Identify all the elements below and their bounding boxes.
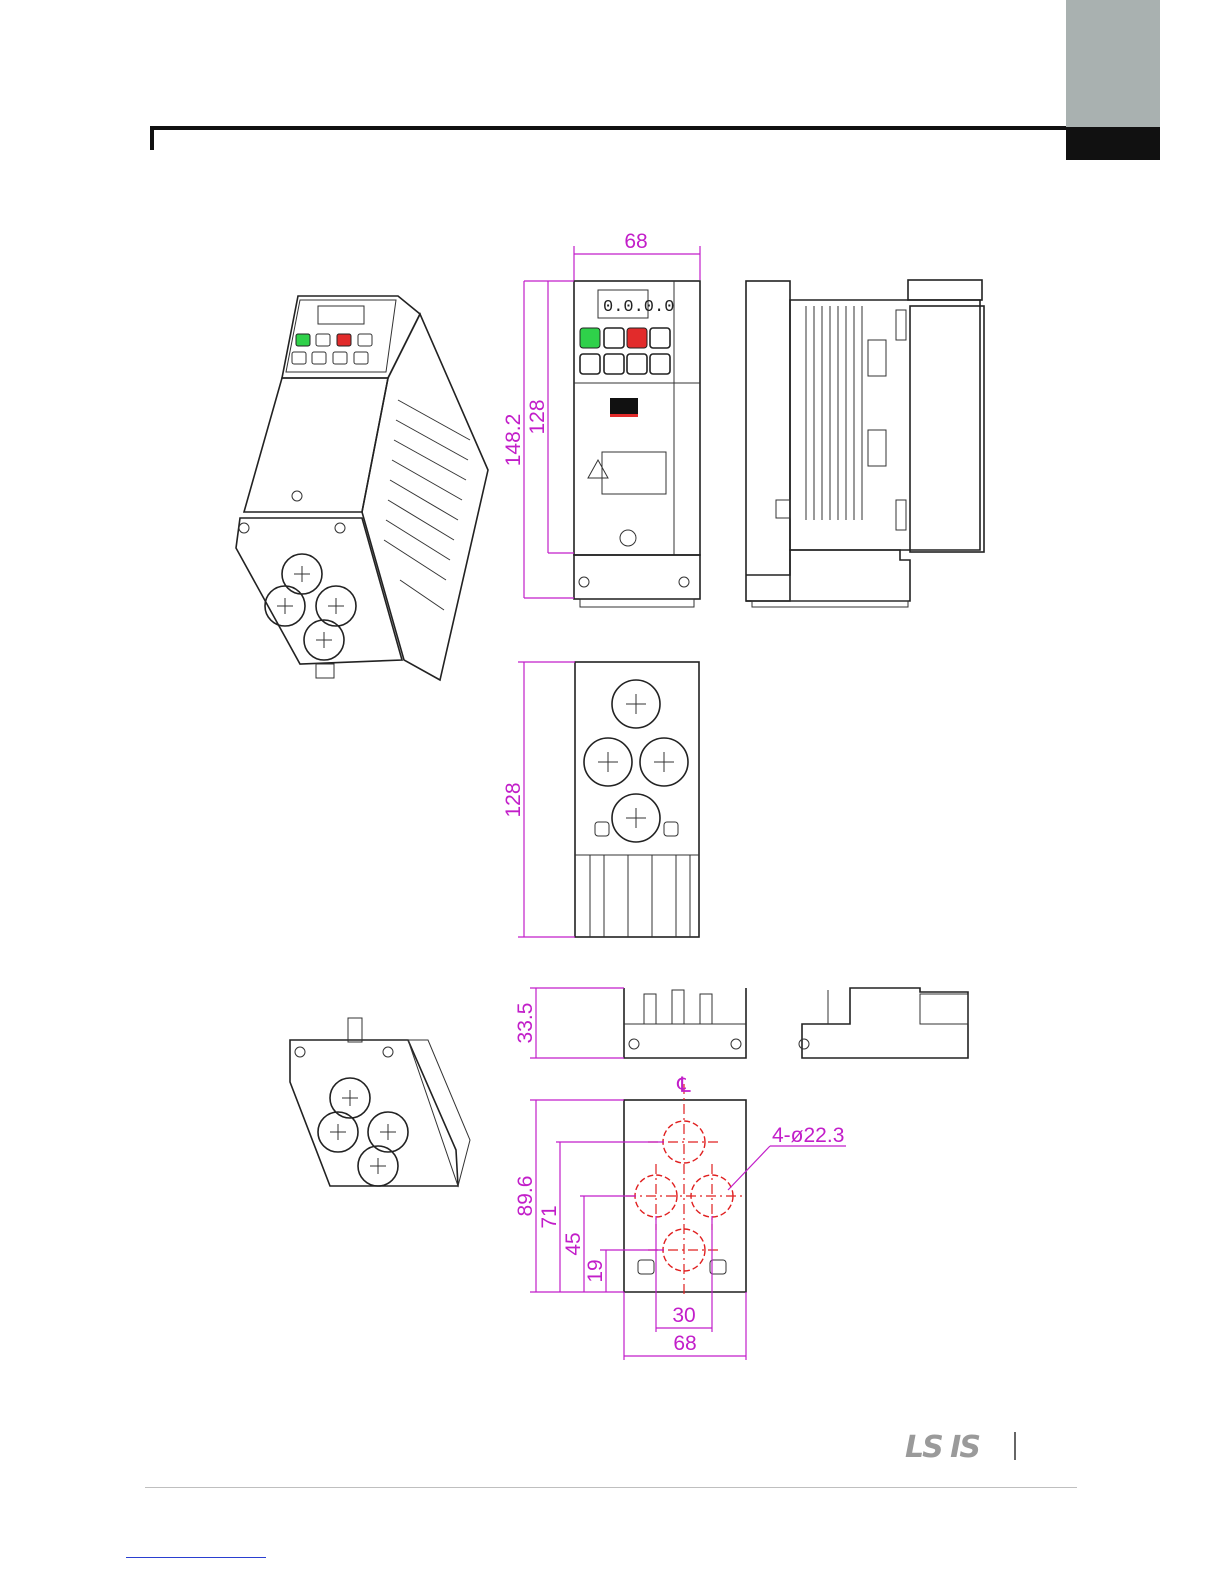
footer-link-underline <box>126 1557 266 1558</box>
dim-hole-row-2: 45 <box>562 1232 585 1255</box>
dim-hole-row-3: 19 <box>584 1259 607 1282</box>
plate-view <box>624 1084 746 1296</box>
footer-rule <box>145 1487 1077 1488</box>
dim-plate-width: 68 <box>673 1332 696 1355</box>
dim-hole-row-1: 71 <box>538 1205 561 1228</box>
isometric-view <box>236 296 488 680</box>
bracket-front-view <box>624 988 746 1058</box>
bottom-view <box>575 662 699 937</box>
dim-front-total-height: 148.2 <box>502 414 525 467</box>
dimension-lines <box>518 246 846 1360</box>
bracket-side-view <box>799 988 968 1058</box>
isometric-plate-view <box>290 1018 470 1186</box>
dim-bottom-height: 128 <box>502 782 525 817</box>
front-view: 0.0.0.0 <box>574 281 700 607</box>
centreline-mark: ℄ <box>676 1074 691 1097</box>
dim-bracket-depth: 33.5 <box>514 1003 537 1044</box>
brand-logo: LS IS <box>905 1430 1015 1470</box>
side-view <box>746 280 984 607</box>
dim-hole-callout: 4-ø22.3 <box>772 1124 844 1147</box>
dim-front-width: 68 <box>624 230 647 253</box>
logo-divider <box>1014 1432 1016 1460</box>
brand-logo-text: LS IS <box>905 1430 979 1465</box>
svg-text:0.0.0.0: 0.0.0.0 <box>603 298 674 317</box>
dim-plate-height: 89.6 <box>514 1176 537 1217</box>
dim-front-body-height: 128 <box>526 399 549 434</box>
dim-hole-spacing: 30 <box>672 1304 695 1327</box>
